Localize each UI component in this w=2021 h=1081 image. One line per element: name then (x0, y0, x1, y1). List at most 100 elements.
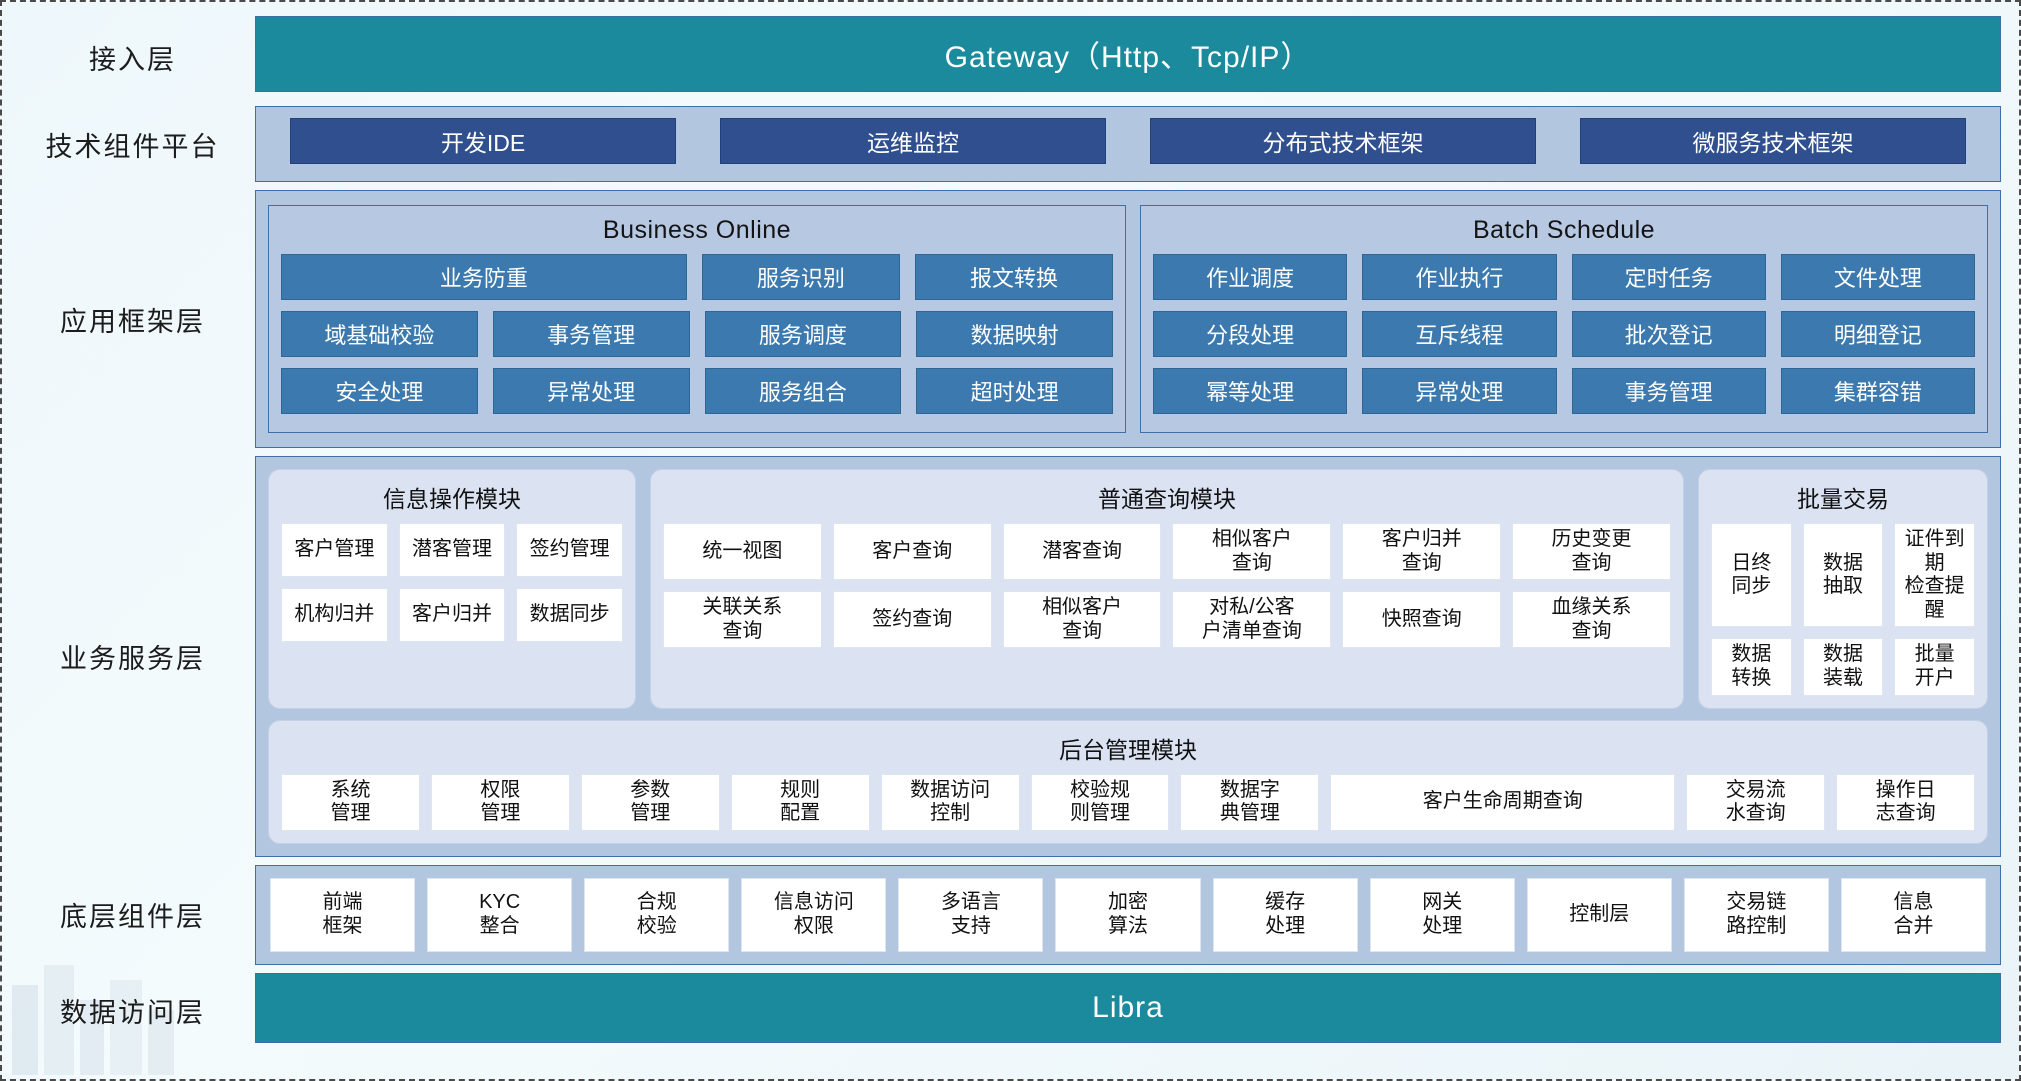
cell-contract-management[interactable]: 签约管理 (516, 523, 624, 577)
cell-cluster-fault-tolerance[interactable]: 集群容错 (1780, 368, 1975, 414)
group-business-online: Business Online 业务防重 服务识别 报文转换 域基础校验 事务管… (268, 205, 1126, 433)
cell-parameter-management[interactable]: 参数 管理 (580, 773, 720, 831)
cell-job-execution[interactable]: 作业执行 (1362, 254, 1557, 300)
cell-eod-sync[interactable]: 日终 同步 (1711, 523, 1792, 628)
cell-data-sync[interactable]: 数据同步 (516, 588, 624, 642)
back-office-row: 系统 管理 权限 管理 参数 管理 规则 配置 数据访问 控制 校验规 则管理 … (281, 773, 1976, 831)
cell-private-public-customer-list-query[interactable]: 对私/公客 户清单查询 (1172, 591, 1332, 649)
cell-batch-account-open[interactable]: 批量 开户 (1894, 638, 1976, 696)
tech-chip-microservice-framework[interactable]: 微服务技术框架 (1580, 118, 1966, 164)
cell-rule-configuration[interactable]: 规则 配置 (730, 773, 870, 831)
cell-idempotent-processing[interactable]: 幂等处理 (1153, 368, 1348, 414)
cell-snapshot-query[interactable]: 快照查询 (1342, 591, 1502, 649)
module-info-operation: 信息操作模块 客户管理 潜客管理 签约管理 机构归并 客户归并 (268, 469, 636, 709)
layer-label-tech-platform: 技术组件平台 (45, 131, 220, 162)
cell-job-scheduling[interactable]: 作业调度 (1153, 254, 1348, 300)
cell-relationship-query[interactable]: 关联关系 查询 (663, 591, 822, 649)
cell-customer-merge-query[interactable]: 客户归并 查询 (1342, 523, 1502, 581)
cell-control-layer[interactable]: 控制层 (1526, 877, 1672, 952)
cell-business-dedup[interactable]: 业务防重 (281, 254, 687, 300)
cell-contract-query[interactable]: 签约查询 (832, 591, 992, 649)
tech-chip-ops-monitor[interactable]: 运维监控 (720, 118, 1106, 164)
cell-service-identify[interactable]: 服务识别 (701, 254, 900, 300)
cell-service-composition[interactable]: 服务组合 (704, 368, 902, 414)
cell-transaction-flow-query[interactable]: 交易流 水查询 (1686, 773, 1826, 831)
group-title-batch-schedule: Batch Schedule (1472, 216, 1656, 244)
business-online-row-3: 安全处理 异常处理 服务组合 超时处理 (281, 368, 1113, 414)
cell-similar-customer-query-2[interactable]: 相似客户 查询 (1002, 591, 1162, 649)
cell-kyc-integration[interactable]: KYC 整合 (427, 877, 573, 952)
cell-prospect-management[interactable]: 潜客管理 (398, 523, 506, 577)
module-batch-transaction: 批量交易 日终 同步 数据 抽取 证件到期 检查提醒 数据 转换 数据 装载 (1698, 469, 1988, 709)
cell-message-transform[interactable]: 报文转换 (914, 254, 1113, 300)
cell-data-mapping[interactable]: 数据映射 (916, 311, 1113, 357)
cell-customer-management[interactable]: 客户管理 (281, 523, 388, 577)
cell-file-processing[interactable]: 文件处理 (1780, 254, 1975, 300)
cell-segment-processing[interactable]: 分段处理 (1153, 311, 1348, 357)
module-title-common-query: 普通查询模块 (1098, 486, 1236, 512)
cell-gateway-processing[interactable]: 网关 处理 (1369, 877, 1515, 952)
cell-security-processing[interactable]: 安全处理 (281, 368, 478, 414)
cell-data-load[interactable]: 数据 装载 (1802, 638, 1884, 696)
cell-customer-merge[interactable]: 客户归并 (398, 588, 506, 642)
cell-transaction-management-batch[interactable]: 事务管理 (1571, 368, 1766, 414)
cell-data-transform[interactable]: 数据 转换 (1711, 638, 1792, 696)
layer-label-data-access: 数据访问层 (60, 998, 205, 1029)
batch-transaction-row-1: 日终 同步 数据 抽取 证件到期 检查提醒 (1711, 523, 1976, 628)
cell-data-dictionary-management[interactable]: 数据字 典管理 (1180, 773, 1320, 831)
cell-info-merge[interactable]: 信息 合并 (1840, 877, 1987, 952)
cell-transaction-management[interactable]: 事务管理 (492, 311, 690, 357)
cell-service-scheduling[interactable]: 服务调度 (704, 311, 902, 357)
layer-label-business-service: 业务服务层 (60, 643, 205, 674)
tech-chip-ide[interactable]: 开发IDE (290, 118, 676, 164)
group-batch-schedule: Batch Schedule 作业调度 作业执行 定时任务 文件处理 分段处理 … (1140, 205, 1988, 433)
cell-institution-merge[interactable]: 机构归并 (281, 588, 388, 642)
layer-label-access: 接入层 (89, 44, 176, 75)
cell-system-management[interactable]: 系统 管理 (281, 773, 420, 831)
cell-id-expiry-reminder[interactable]: 证件到期 检查提醒 (1894, 523, 1976, 628)
cell-frontend-framework[interactable]: 前端 框架 (270, 877, 416, 952)
cell-mutex-thread[interactable]: 互斥线程 (1362, 311, 1557, 357)
cell-multilanguage-support[interactable]: 多语言 支持 (898, 877, 1044, 952)
cell-encryption-algorithm[interactable]: 加密 算法 (1055, 877, 1201, 952)
layer-business-service: 业务服务层 信息操作模块 客户管理 潜客管理 签约管理 (10, 456, 2001, 857)
batch-schedule-row-1: 作业调度 作业执行 定时任务 文件处理 (1153, 254, 1975, 300)
tech-platform-panel: 开发IDE 运维监控 分布式技术框架 微服务技术框架 (255, 106, 2001, 182)
cell-operation-log-query[interactable]: 操作日 志查询 (1836, 773, 1976, 831)
cell-similar-customer-query-1[interactable]: 相似客户 查询 (1172, 523, 1332, 581)
cell-detail-registration[interactable]: 明细登记 (1780, 311, 1975, 357)
cell-validation-rule-management[interactable]: 校验规 则管理 (1030, 773, 1170, 831)
tech-chip-distributed-framework[interactable]: 分布式技术框架 (1150, 118, 1536, 164)
module-title-batch-transaction: 批量交易 (1797, 486, 1889, 512)
cell-compliance-check[interactable]: 合规 校验 (584, 877, 730, 952)
cell-customer-query[interactable]: 客户查询 (832, 523, 992, 581)
cell-prospect-query[interactable]: 潜客查询 (1002, 523, 1162, 581)
cell-exception-processing-batch[interactable]: 异常处理 (1362, 368, 1557, 414)
layer-app-framework: 应用框架层 Business Online 业务防重 服务识别 报文转换 域基础… (10, 190, 2001, 448)
layer-tech-platform: 技术组件平台 开发IDE 运维监控 分布式技术框架 微服务技术框架 (10, 106, 2001, 182)
cell-exception-processing-online[interactable]: 异常处理 (492, 368, 690, 414)
cell-cache-processing[interactable]: 缓存 处理 (1212, 877, 1358, 952)
app-framework-panel: Business Online 业务防重 服务识别 报文转换 域基础校验 事务管… (255, 190, 2001, 448)
cell-history-change-query[interactable]: 历史变更 查询 (1512, 523, 1671, 581)
info-operation-row-1: 客户管理 潜客管理 签约管理 (281, 523, 624, 577)
cell-data-access-control[interactable]: 数据访问 控制 (880, 773, 1020, 831)
cell-transaction-chain-control[interactable]: 交易链 路控制 (1683, 877, 1829, 952)
module-title-info-operation: 信息操作模块 (383, 486, 521, 512)
cell-info-access-permission[interactable]: 信息访问 权限 (741, 877, 887, 952)
cell-batch-registration[interactable]: 批次登记 (1571, 311, 1766, 357)
cell-domain-base-validate[interactable]: 域基础校验 (281, 311, 478, 357)
business-online-row-1: 业务防重 服务识别 报文转换 (281, 254, 1113, 300)
cell-customer-lifecycle-query[interactable]: 客户生命周期查询 (1330, 773, 1676, 831)
module-common-query: 普通查询模块 统一视图 客户查询 潜客查询 相似客户 查询 客户归并 查询 历史… (650, 469, 1684, 709)
cell-lineage-relationship-query[interactable]: 血缘关系 查询 (1512, 591, 1671, 649)
cell-timeout-processing[interactable]: 超时处理 (916, 368, 1113, 414)
module-title-back-office: 后台管理模块 (1059, 736, 1197, 763)
cell-unified-view[interactable]: 统一视图 (663, 523, 822, 581)
common-query-row-1: 统一视图 客户查询 潜客查询 相似客户 查询 客户归并 查询 历史变更 查询 (663, 523, 1671, 581)
cell-timed-task[interactable]: 定时任务 (1571, 254, 1766, 300)
cell-data-extract[interactable]: 数据 抽取 (1802, 523, 1884, 628)
cell-permission-management[interactable]: 权限 管理 (430, 773, 570, 831)
